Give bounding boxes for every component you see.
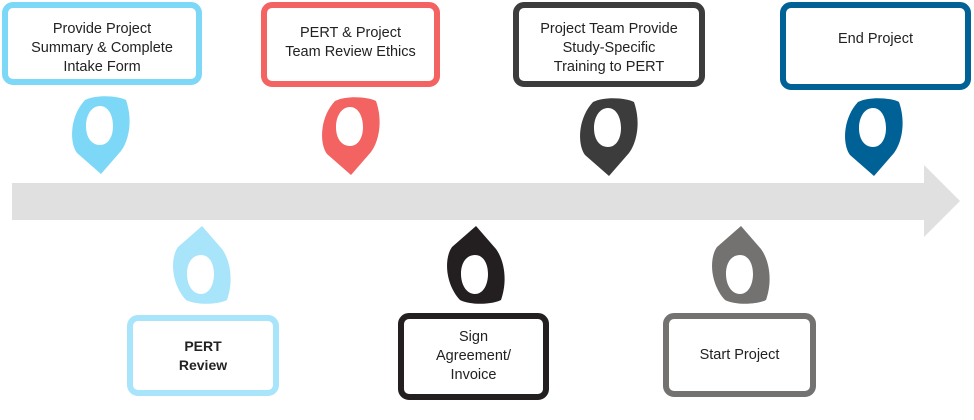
map-pin-shape <box>447 226 505 304</box>
step-label: Start Project <box>699 346 780 363</box>
map-pin-shape <box>322 97 380 175</box>
map-pin-shape <box>845 98 903 176</box>
map-pin-icon <box>72 96 130 174</box>
map-pin-icon <box>447 226 505 304</box>
map-pin-shape <box>712 226 770 304</box>
map-pin-icon <box>845 98 903 176</box>
step-label: Provide Project Summary & Complete Intak… <box>31 21 173 75</box>
step-label: Project Team Provide Study-Specific Trai… <box>540 21 678 75</box>
map-pin-icon <box>580 98 638 176</box>
step-box-end: End Project <box>780 2 971 90</box>
step-box-start: Start Project <box>663 313 816 397</box>
timeline-arrow-shape <box>12 165 960 237</box>
step-label: PERT & Project Team Review Ethics <box>285 25 416 60</box>
map-pin-icon <box>173 226 231 304</box>
step-label: PERT Review <box>178 337 228 373</box>
map-pin-shape <box>72 96 130 174</box>
map-pin-shape <box>580 98 638 176</box>
map-pin-icon <box>712 226 770 304</box>
step-label: Sign Agreement/ Invoice <box>436 329 511 383</box>
step-label: End Project <box>838 31 913 47</box>
map-pin-shape <box>173 226 231 304</box>
step-box-intake: Provide Project Summary & Complete Intak… <box>2 2 202 85</box>
step-box-agreement: Sign Agreement/ Invoice <box>398 313 549 400</box>
step-box-training: Project Team Provide Study-Specific Trai… <box>513 2 705 87</box>
step-box-pert-review: PERT Review <box>127 315 279 396</box>
map-pin-icon <box>322 97 380 175</box>
step-box-ethics: PERT & Project Team Review Ethics <box>261 2 440 87</box>
